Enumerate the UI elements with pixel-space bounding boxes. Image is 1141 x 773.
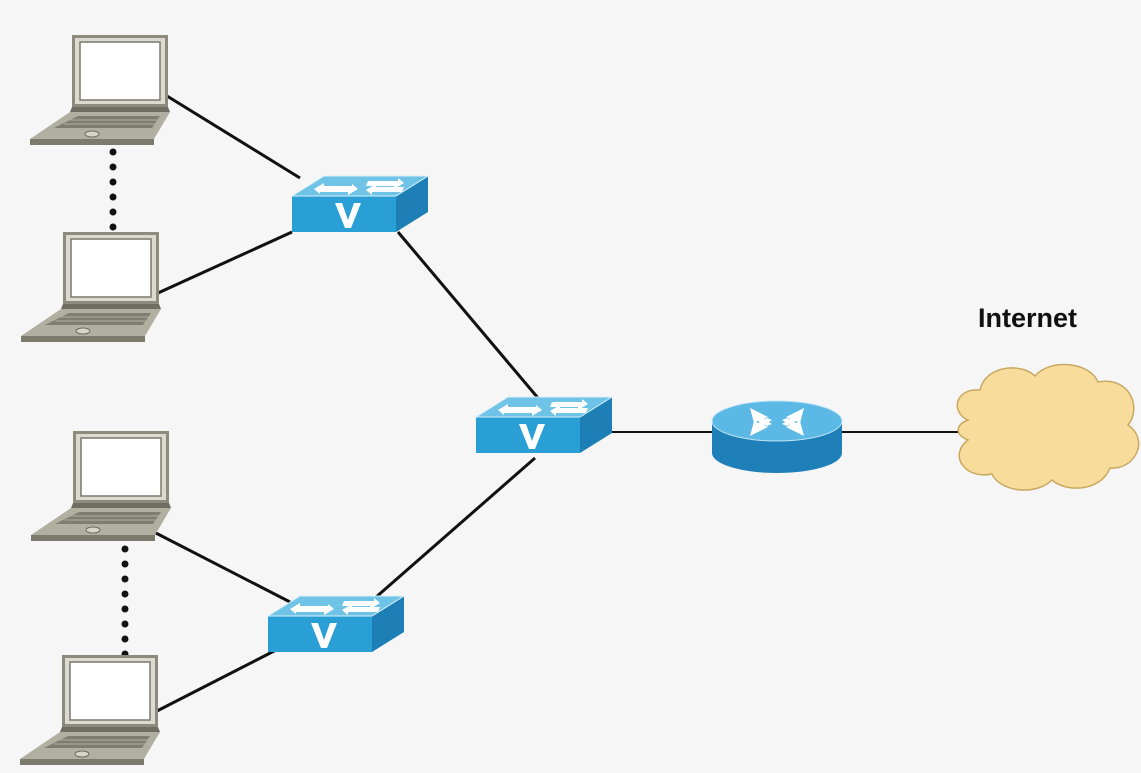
laptop-icon [29, 34, 171, 146]
link-laptop2-switch1 [157, 230, 293, 295]
link-laptop1-switch1 [166, 94, 301, 180]
router-icon [711, 400, 843, 473]
ellipsis-dots [109, 148, 129, 658]
link-laptop4-switch3 [154, 646, 281, 714]
laptop-icon [30, 430, 172, 542]
laptop-icon [19, 654, 161, 766]
switch-icon [475, 396, 613, 454]
link-laptop3-switch3 [149, 528, 291, 604]
link-switch1-switch-core [396, 231, 540, 399]
internet-label: Internet [978, 303, 1077, 333]
link-switch3-switch-core [374, 456, 536, 600]
laptop-icon [20, 231, 162, 343]
links [149, 94, 960, 714]
cloud-icon [956, 363, 1140, 491]
switch-icon [267, 595, 405, 653]
switch-icon [291, 175, 429, 233]
